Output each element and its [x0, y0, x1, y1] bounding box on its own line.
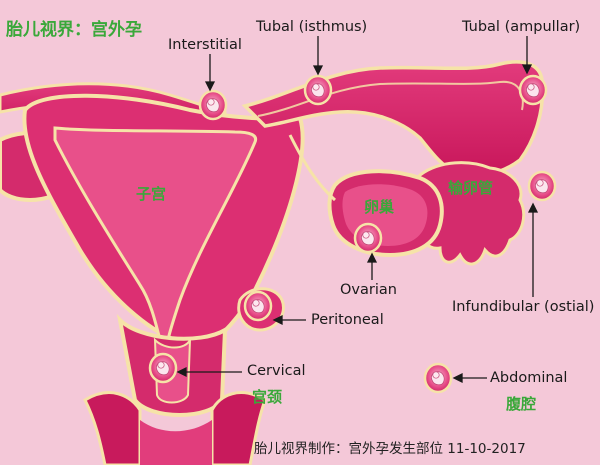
label-abdominal: Abdominal: [490, 370, 568, 386]
uterine-cavity: [53, 126, 258, 342]
ovarian-ligament: [288, 134, 336, 202]
sac-abdominal: [423, 362, 453, 394]
footer-caption: 胎儿视界制作：宫外孕发生部位 11-10-2017: [254, 441, 526, 457]
organ-label-cervix: 宫颈: [252, 388, 283, 406]
sac-ampullar: [518, 74, 548, 106]
tube-lumen: [257, 80, 524, 117]
organ-label-fallopian-tube: 输卵管: [448, 179, 494, 197]
sac-peritoneal: [243, 290, 273, 322]
organ-label-uterus: 子宫: [136, 185, 167, 203]
sac-cervical: [148, 352, 178, 384]
vagina-floor: [140, 420, 212, 465]
sac-ovarian: [353, 222, 383, 254]
vagina: [83, 391, 267, 465]
diagram-title: 胎儿视界：宫外孕: [6, 20, 142, 40]
label-infundibular: Infundibular (ostial): [452, 299, 595, 315]
label-tubal-ampullar: Tubal (ampullar): [462, 19, 581, 35]
sac-isthmus: [303, 74, 333, 106]
label-peritoneal: Peritoneal: [311, 312, 384, 328]
label-arrows: [176, 36, 539, 384]
organ-label-abdominal-cavity: 腹腔: [506, 395, 537, 413]
organ-label-ovary: 卵巢: [364, 198, 395, 216]
label-ovarian: Ovarian: [340, 282, 397, 298]
label-tubal-isthmus: Tubal (isthmus): [256, 19, 368, 35]
label-interstitial: Interstitial: [168, 37, 242, 53]
label-cervical: Cervical: [247, 363, 306, 379]
sac-interstitial: [198, 89, 228, 121]
sac-infundibular: [527, 170, 557, 202]
